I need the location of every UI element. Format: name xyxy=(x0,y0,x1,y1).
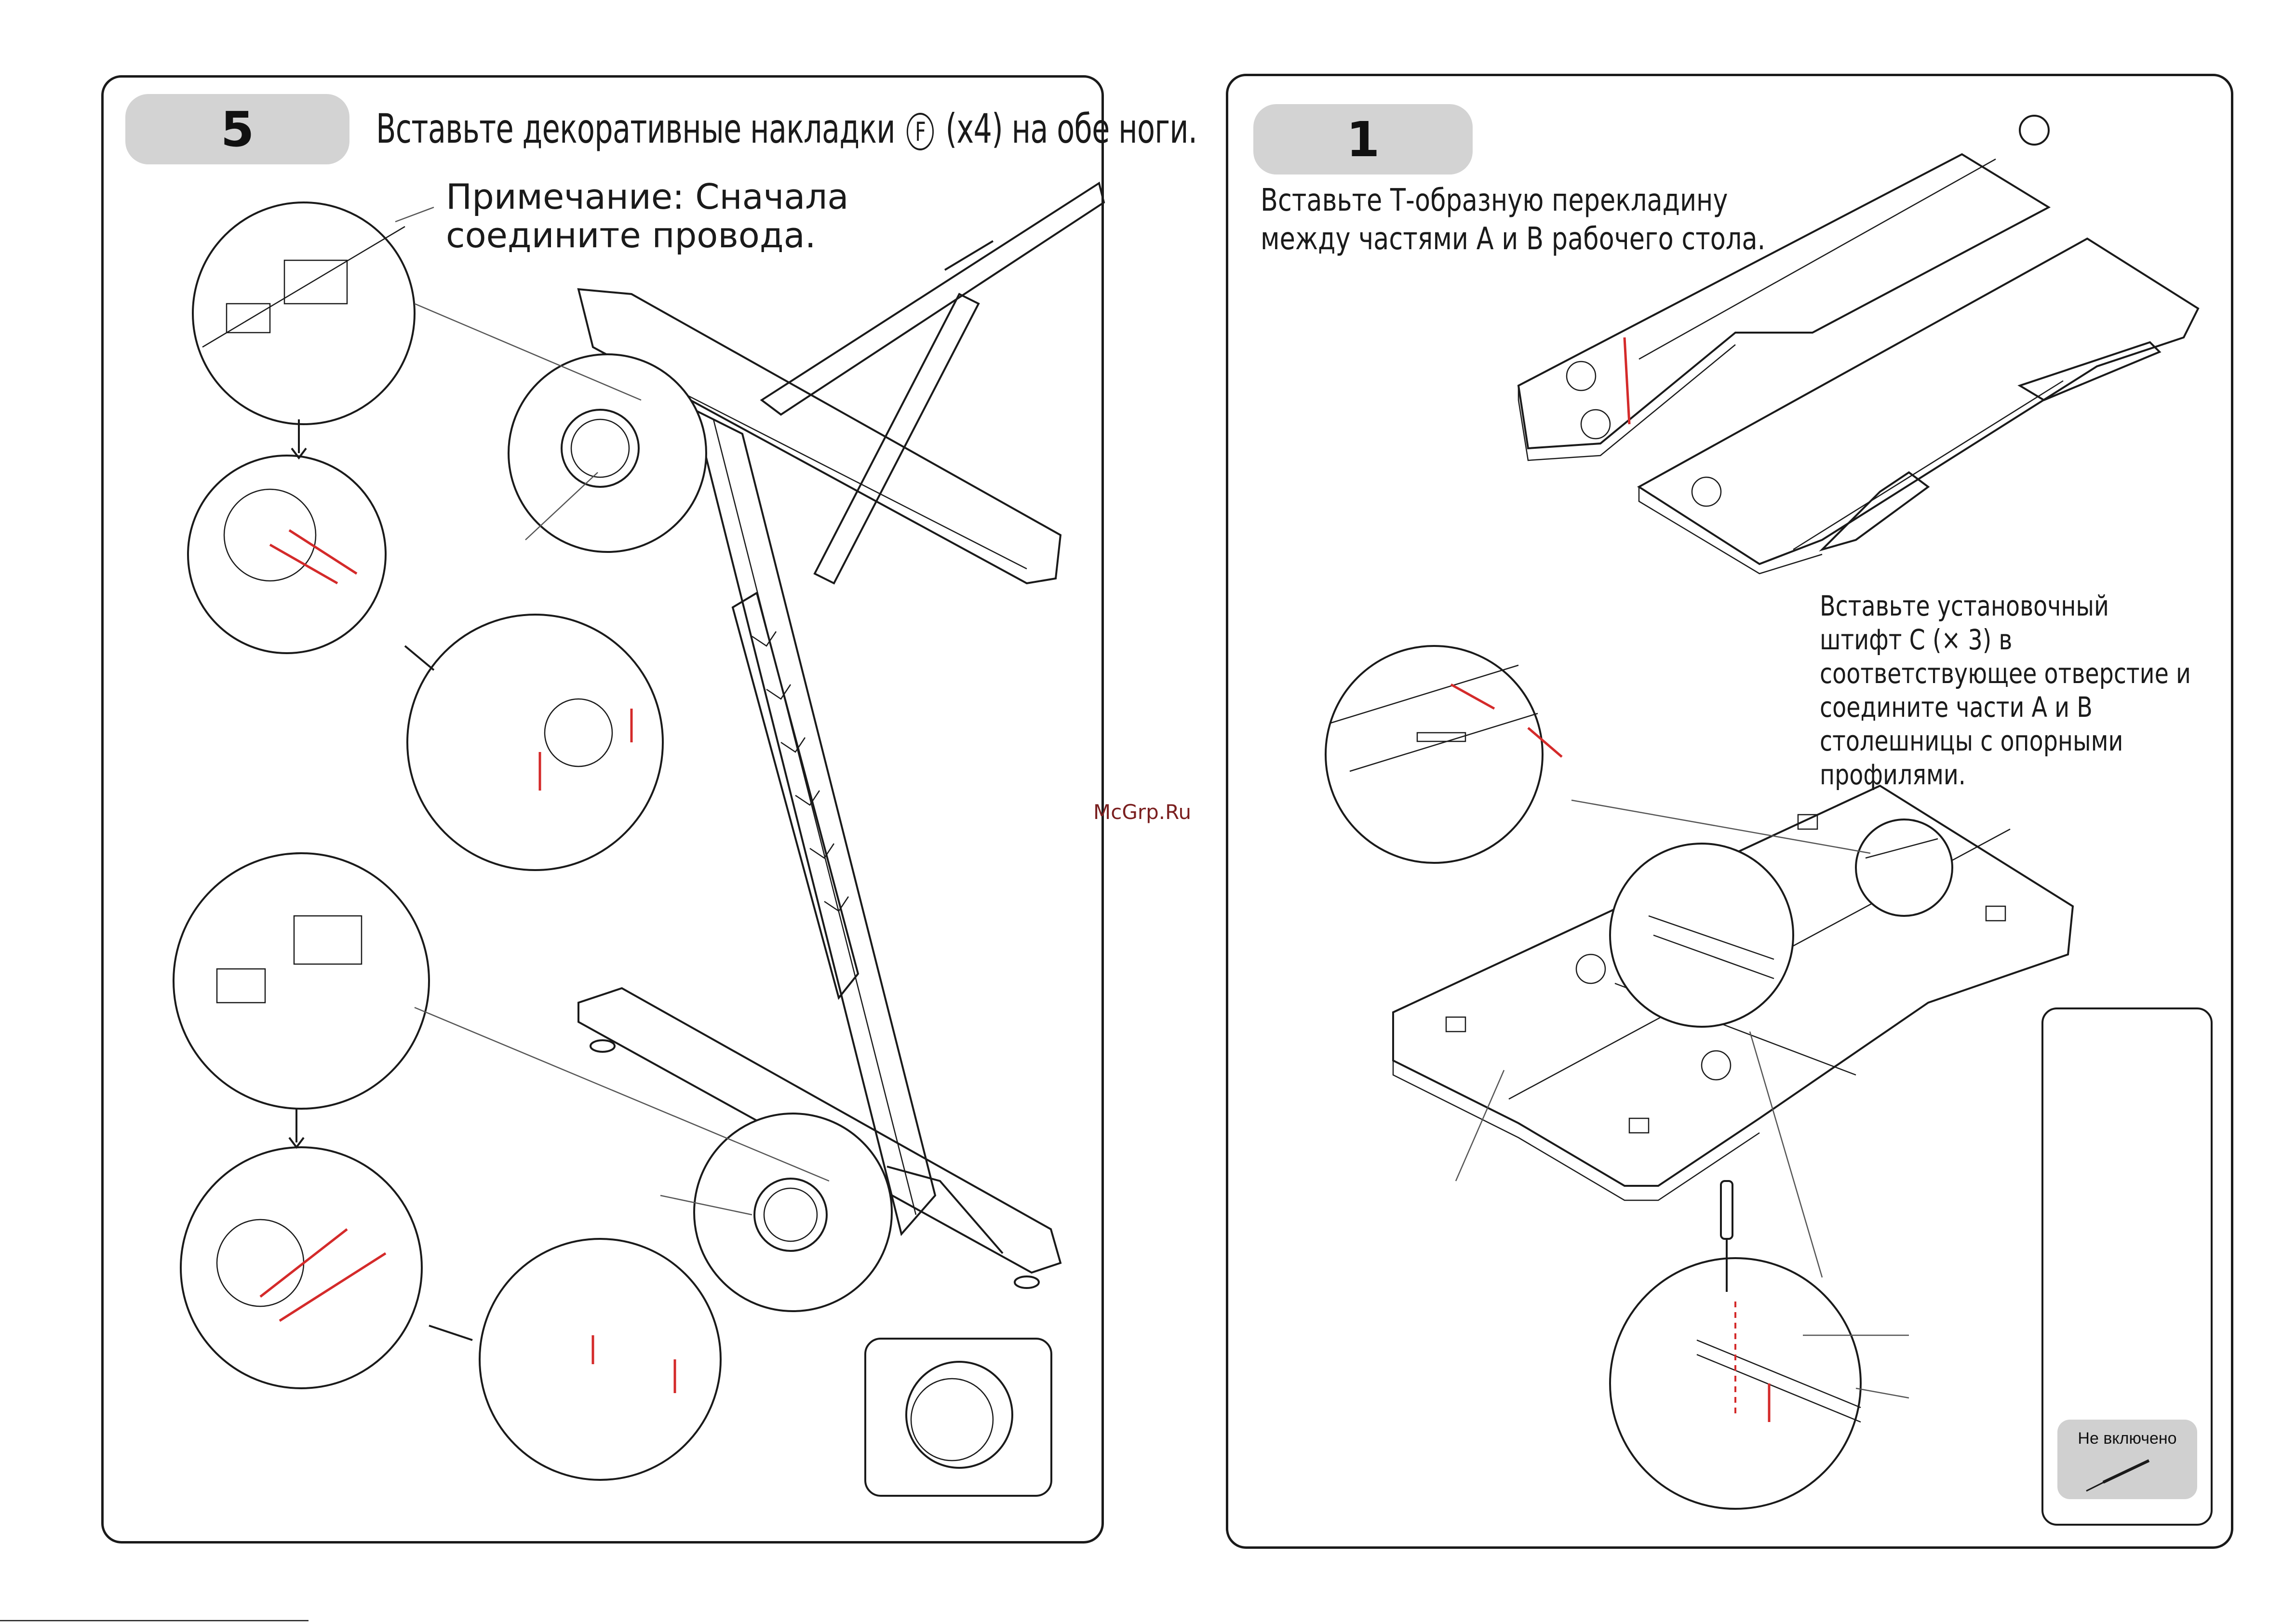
screwdriver-icon xyxy=(2086,1459,2150,1492)
desktop-boards xyxy=(1325,115,2200,1510)
title-part-2: (x4) на обе ноги. xyxy=(945,105,1198,152)
screwdriver-icon xyxy=(1720,1180,1733,1292)
not-included-label: Не включено xyxy=(2078,1429,2177,1448)
step-number-badge: 5 xyxy=(125,94,349,164)
step-number: 1 xyxy=(1346,111,1380,168)
detail-circles-left xyxy=(173,201,893,1481)
step-5-title: Вставьте декоративные накладки F (x4) на… xyxy=(376,105,1197,152)
step-number: 5 xyxy=(220,101,255,158)
title-part-1: Вставьте декоративные накладки xyxy=(376,105,896,152)
step-1-title: Вставьте Т-образную перекладину между ча… xyxy=(1261,183,1766,257)
decorative-cap-box xyxy=(864,1338,1052,1497)
watermark: McGrp.Ru xyxy=(1093,800,1192,824)
decorative-cap xyxy=(905,1361,1013,1469)
pin-instruction: Вставьте установочный штифт С (× 3) в со… xyxy=(1820,590,2191,791)
part-letter-badge: F xyxy=(907,113,934,151)
step-number-badge: 1 xyxy=(1253,104,1473,174)
wiring-note: Примечание: Сначала соедините провода. xyxy=(446,176,849,255)
not-included-badge: Не включено xyxy=(2057,1420,2197,1499)
